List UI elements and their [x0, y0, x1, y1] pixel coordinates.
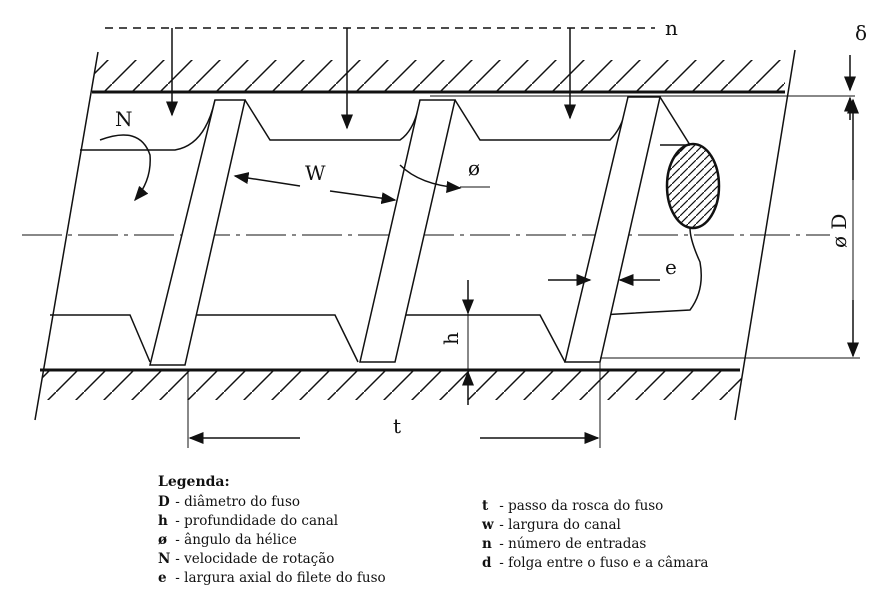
label-D: ø D — [827, 214, 851, 248]
legend-key: n — [482, 536, 492, 552]
legend-item: D - diâmetro do fuso — [158, 493, 386, 512]
barrel-top-wall — [92, 60, 855, 97]
legend-key: D — [158, 494, 170, 510]
legend-key: N — [158, 551, 171, 567]
left-break-line — [34, 51, 99, 421]
legend-text: - passo da rosca do fuso — [499, 498, 664, 514]
legend-key: d — [482, 555, 492, 571]
legend-key: w — [482, 517, 494, 533]
legend-key: ø — [158, 532, 168, 548]
label-h: h — [439, 332, 463, 345]
legend-text: - folga entre o fuso e a câmara — [499, 555, 709, 571]
label-delta: δ — [855, 21, 867, 45]
flight-section — [665, 142, 721, 230]
legend-item: h - profundidade do canal — [158, 512, 386, 531]
legend-item: n - número de entradas — [482, 535, 708, 554]
legend-key: h — [158, 513, 168, 529]
legend-text: - número de entradas — [499, 536, 647, 552]
legend-text: - velocidade de rotação — [175, 551, 335, 567]
legend-column-1: D - diâmetro do fuso h - profundidade do… — [158, 493, 386, 588]
legend-item: e - largura axial do filete do fuso — [158, 569, 386, 588]
legend-item: N - velocidade de rotação — [158, 550, 386, 569]
legend-text: - largura axial do filete do fuso — [175, 570, 386, 586]
legend-title: Legenda: — [158, 474, 230, 490]
legend-item: t - passo da rosca do fuso — [482, 497, 708, 516]
label-W: W — [305, 161, 326, 185]
label-t: t — [393, 414, 401, 438]
legend-item: ø - ângulo da hélice — [158, 531, 386, 550]
legend-item: d - folga entre o fuso e a câmara — [482, 554, 708, 573]
legend-text: - ângulo da hélice — [175, 532, 297, 548]
label-n: n — [665, 16, 678, 40]
flight-1 — [149, 99, 246, 366]
legend-text: - largura do canal — [499, 517, 621, 533]
legend-item: w - largura do canal — [482, 516, 708, 535]
legend-key: t — [482, 498, 489, 514]
label-e: e — [665, 255, 677, 279]
label-phi: ø — [468, 156, 480, 180]
legend-column-2: t - passo da rosca do fuso w - largura d… — [482, 497, 708, 573]
flight-2 — [359, 99, 456, 363]
label-N: N — [115, 107, 133, 131]
legend-text: - diâmetro do fuso — [175, 494, 301, 510]
barrel-bottom-wall — [40, 368, 742, 400]
legend-key: e — [158, 570, 167, 586]
legend-text: - profundidade do canal — [175, 513, 339, 529]
